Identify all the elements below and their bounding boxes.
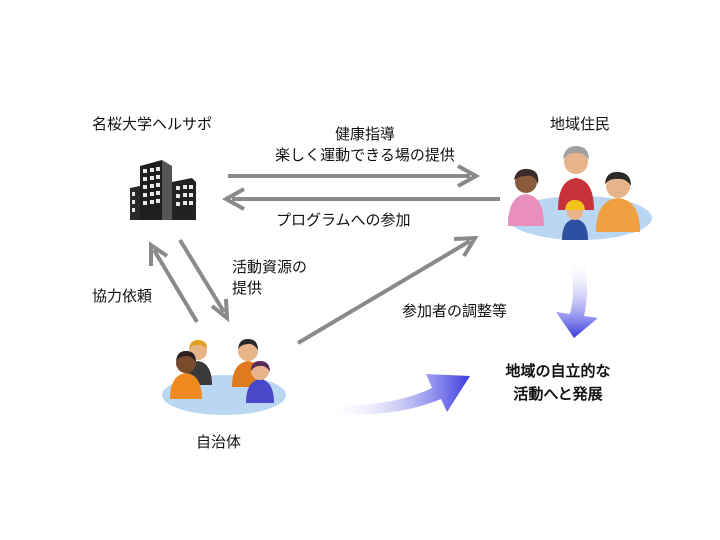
arrow-municipality-to-residents <box>296 235 479 345</box>
flow-arrow-residents <box>556 258 598 338</box>
municipality-group-icon <box>162 339 286 415</box>
arrow-municipality-to-university <box>149 241 199 324</box>
outcome-label-line1: 地域の自立的な <box>505 362 611 380</box>
person-icon <box>508 168 544 226</box>
up-arrow-label: 協力依頼 <box>92 287 153 305</box>
down-arrow-label-line2: 提供 <box>232 279 263 297</box>
residents-group-icon <box>508 146 652 240</box>
down-arrow-label-line1: 活動資源の <box>232 258 308 276</box>
arrow-university-to-municipality <box>178 238 230 323</box>
arrow-residents-to-university <box>221 187 500 211</box>
top-arrow-label-line2: 楽しく運動できる場の提供 <box>275 146 455 164</box>
residents-label: 地域住民 <box>550 115 611 133</box>
person-icon <box>558 146 594 210</box>
return-arrow-label: プログラムへの参加 <box>276 211 411 229</box>
person-icon <box>246 361 274 403</box>
person-icon <box>170 351 202 399</box>
top-arrow-label-line1: 健康指導 <box>334 125 395 143</box>
diag-arrow-label: 参加者の調整等 <box>402 302 508 320</box>
municipality-label: 自治体 <box>196 433 242 451</box>
flow-arrow-municipality <box>325 374 470 415</box>
building-icon <box>130 160 196 220</box>
person-icon <box>596 171 640 232</box>
university-label: 名桜大学ヘルサポ <box>92 115 213 133</box>
arrow-university-to-residents <box>228 164 481 188</box>
person-icon <box>562 200 588 240</box>
outcome-label-line2: 活動へと発展 <box>513 385 603 403</box>
